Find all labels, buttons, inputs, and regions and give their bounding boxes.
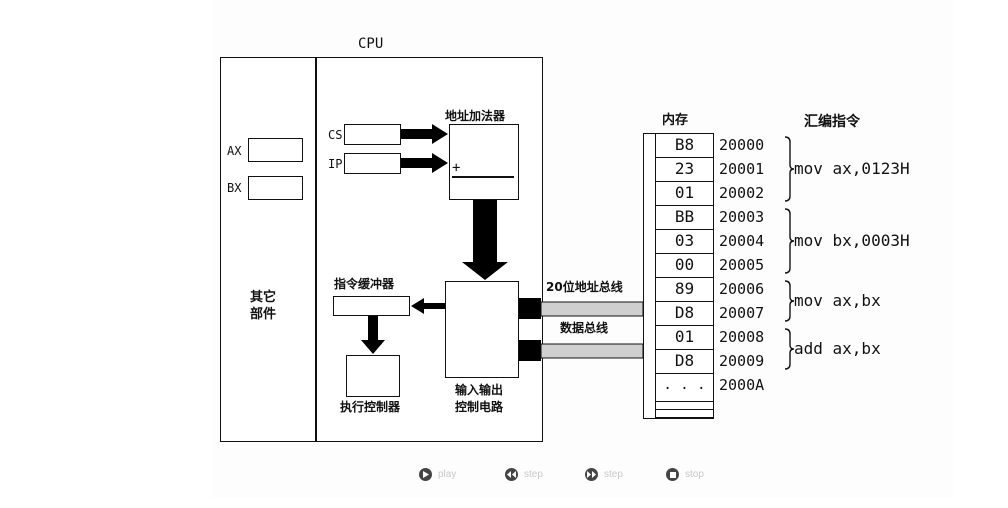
data-bus — [540, 343, 644, 359]
memory-address: 20009 — [719, 352, 765, 370]
memory-cell: 03 — [656, 230, 713, 254]
instruction-buffer — [333, 296, 410, 316]
assembly-instruction: add ax,bx — [794, 339, 881, 358]
plus-sign: + — [452, 160, 461, 176]
step-back-button[interactable]: step — [505, 468, 543, 481]
io-control-label-2: 控制电路 — [455, 400, 504, 414]
buffer-to-exec-arrow — [361, 316, 385, 354]
memory-continuation-line — [655, 417, 714, 419]
memory-cell: 00 — [656, 254, 713, 278]
exec-controller-label: 执行控制器 — [340, 400, 401, 414]
assembly-instruction: mov bx,0003H — [794, 231, 910, 250]
instruction-brace — [784, 328, 795, 370]
memory-address: 20000 — [719, 136, 765, 154]
step-forward-label: step — [604, 469, 623, 480]
memory-cell: 01 — [656, 182, 713, 206]
play-label: play — [438, 469, 457, 480]
instruction-brace — [784, 208, 795, 274]
io-control — [445, 281, 519, 378]
fast-forward-icon — [585, 468, 598, 481]
other-parts-label-1: 其它 — [250, 290, 277, 305]
memory-cell: 23 — [656, 158, 713, 182]
memory-address: 20004 — [719, 232, 765, 250]
address-adder-divider — [452, 176, 514, 178]
cs-label: CS — [328, 128, 343, 142]
stop-icon — [666, 468, 679, 481]
io-control-label-1: 输入输出 — [455, 383, 504, 397]
ax-label: AX — [227, 144, 242, 158]
assembly-instruction: mov ax,bx — [794, 291, 881, 310]
address-adder-label: 地址加法器 — [445, 109, 506, 123]
address-bus-terminal — [519, 298, 541, 319]
memory-address: 20001 — [719, 160, 765, 178]
memory-cell: D8 — [656, 302, 713, 326]
ip-label: IP — [328, 157, 343, 171]
bx-label: BX — [227, 181, 242, 195]
memory-address: 20006 — [719, 280, 765, 298]
memory-cell: B8 — [656, 134, 713, 158]
io-to-buffer-arrow — [411, 298, 445, 314]
diagram-canvas: CPU AX BX 其它 部件 CS IP 地址加法器 + 指令缓冲器 执行控制… — [212, 0, 954, 498]
cpu-label: CPU — [358, 36, 384, 52]
address-bus — [540, 301, 644, 317]
asm-instructions-label: 汇编指令 — [804, 114, 860, 130]
memory-cell: BB — [656, 206, 713, 230]
data-bus-terminal — [519, 340, 541, 361]
diagram-arrows — [361, 124, 795, 370]
instruction-brace — [784, 280, 795, 322]
cpu-divider — [315, 57, 317, 442]
memory-address: 2000A — [719, 376, 765, 394]
stop-label: stop — [685, 469, 704, 480]
memory-address: 20007 — [719, 304, 765, 322]
memory-cell: 01 — [656, 326, 713, 350]
memory-address: 20005 — [719, 256, 765, 274]
ax-register — [248, 138, 303, 162]
exec-controller — [346, 355, 400, 397]
play-button[interactable]: play — [419, 468, 456, 481]
assembly-instruction: mov ax,0123H — [794, 159, 910, 178]
rewind-icon — [505, 468, 518, 481]
play-icon — [419, 468, 432, 481]
address-bus-label: 20位地址总线 — [546, 280, 623, 294]
memory-shadow — [643, 133, 655, 419]
memory-cell: 89 — [656, 278, 713, 302]
adder-to-io-arrow — [462, 200, 508, 280]
memory-continuation-line — [655, 401, 714, 403]
instruction-brace — [784, 136, 795, 202]
memory-continuation-line — [655, 409, 714, 411]
memory-cell: D8 — [656, 350, 713, 374]
memory-address: 20003 — [719, 208, 765, 226]
cs-register — [344, 124, 401, 145]
stop-button[interactable]: stop — [666, 468, 704, 481]
cs-arrow — [401, 124, 448, 144]
address-adder — [449, 124, 519, 200]
data-bus-label: 数据总线 — [560, 321, 609, 335]
ip-arrow — [401, 153, 448, 173]
step-forward-button[interactable]: step — [585, 468, 623, 481]
instruction-buffer-label: 指令缓冲器 — [334, 277, 395, 291]
memory-address: 20008 — [719, 328, 765, 346]
step-back-label: step — [524, 469, 543, 480]
bx-register — [248, 176, 303, 200]
memory-label: 内存 — [662, 113, 689, 128]
memory-cell: . . . — [663, 377, 706, 393]
ip-register — [344, 153, 401, 174]
other-parts-label-2: 部件 — [250, 307, 277, 322]
memory-address: 20002 — [719, 184, 765, 202]
